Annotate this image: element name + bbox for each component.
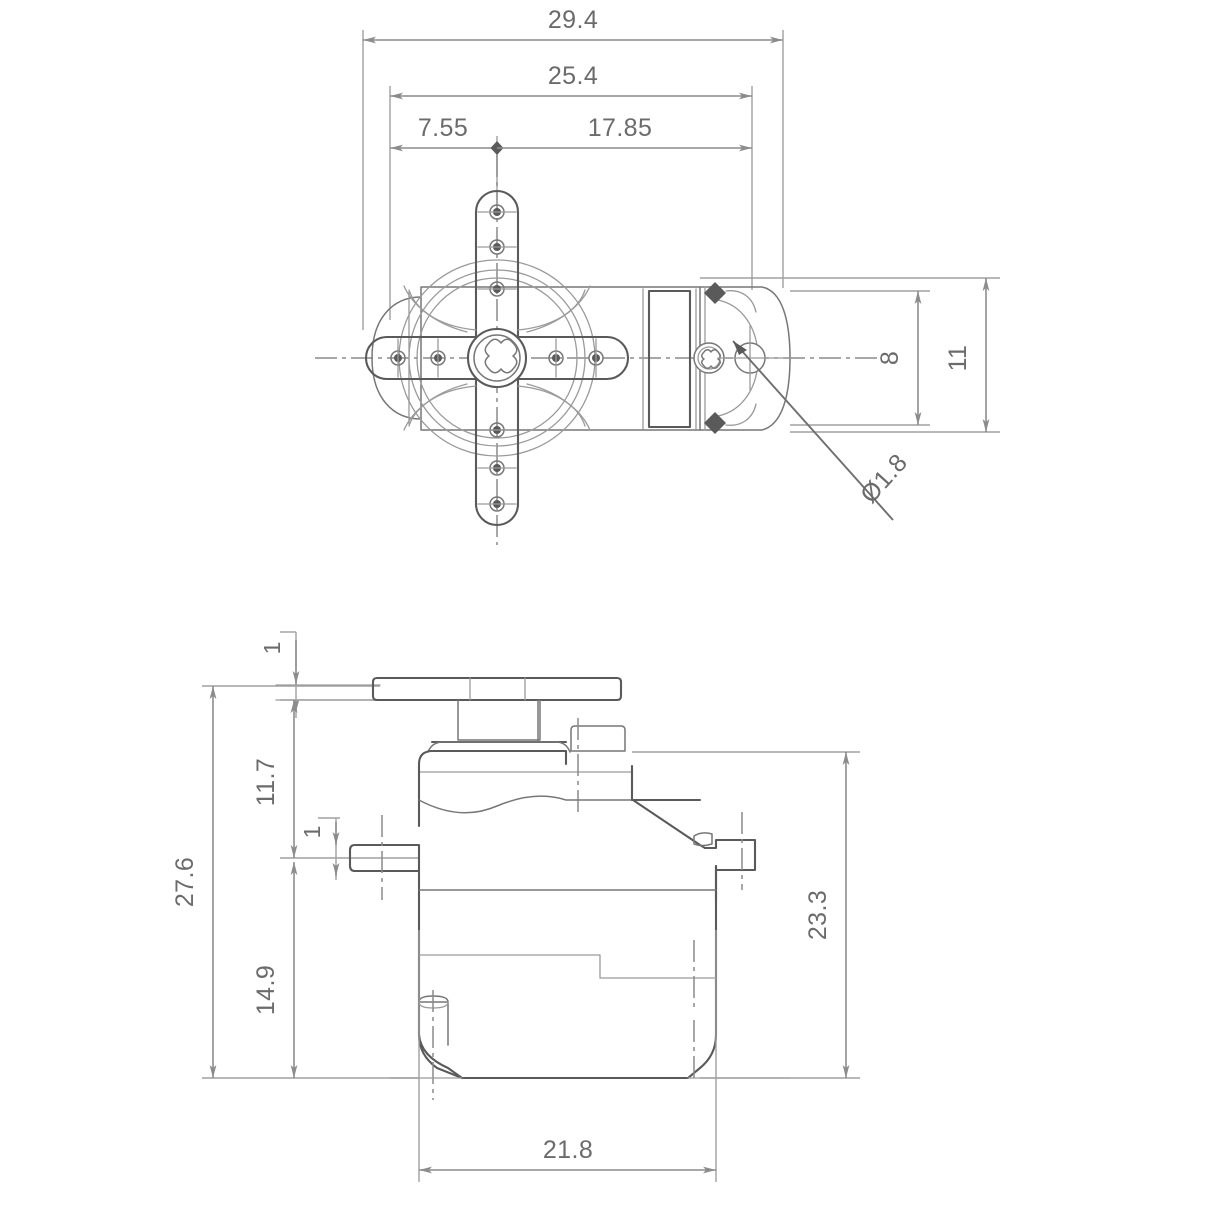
dimension-11: 11 — [700, 277, 1000, 433]
dimension-label-14-9: 14.9 — [252, 965, 280, 1015]
servo-horn-cross — [364, 189, 630, 527]
right-flange-features — [693, 282, 791, 434]
dimension-8: 8 — [790, 290, 930, 426]
dimension-25-4: 25.4 — [389, 62, 753, 320]
dimension-label-8: 8 — [876, 351, 904, 365]
dimension-23-3: 23.3 — [632, 751, 860, 1079]
side-view: 1 27.6 11.7 1 14.9 — [171, 631, 860, 1182]
top-view: 29.4 25.4 7.55 17.85 — [315, 6, 1000, 545]
dimension-label-25-4: 25.4 — [548, 62, 598, 90]
dimension-label-21-8: 21.8 — [543, 1136, 593, 1164]
dimension-7-55: 7.55 — [390, 114, 504, 200]
dimension-label-23-3: 23.3 — [804, 890, 832, 940]
dimension-label-1-mid: 1 — [299, 826, 325, 839]
dimension-29-4: 29.4 — [362, 6, 784, 330]
dimension-label-17-85: 17.85 — [588, 114, 653, 142]
dimension-label-11: 11 — [944, 345, 972, 372]
dimension-label-1-top: 1 — [259, 642, 285, 655]
dimension-14-9: 14.9 — [252, 862, 298, 1078]
dimension-label-11-7: 11.7 — [252, 758, 280, 806]
dimension-label-7-55: 7.55 — [418, 114, 468, 142]
dimension-11-7: 11.7 — [252, 699, 420, 859]
servo-body-side-outline — [348, 676, 791, 1100]
dimension-label-dia-1-8: Ø1.8 — [855, 449, 913, 509]
dimension-label-27-6: 27.6 — [171, 857, 199, 907]
dimension-21-8: 21.8 — [418, 930, 717, 1182]
dimension-1-mid: 1 — [299, 817, 340, 880]
dimension-label-29-4: 29.4 — [548, 6, 598, 34]
dimension-1-top: 1 — [259, 631, 381, 718]
dimension-17-85: 17.85 — [497, 114, 752, 152]
dimension-27-6: 27.6 — [171, 685, 420, 1079]
